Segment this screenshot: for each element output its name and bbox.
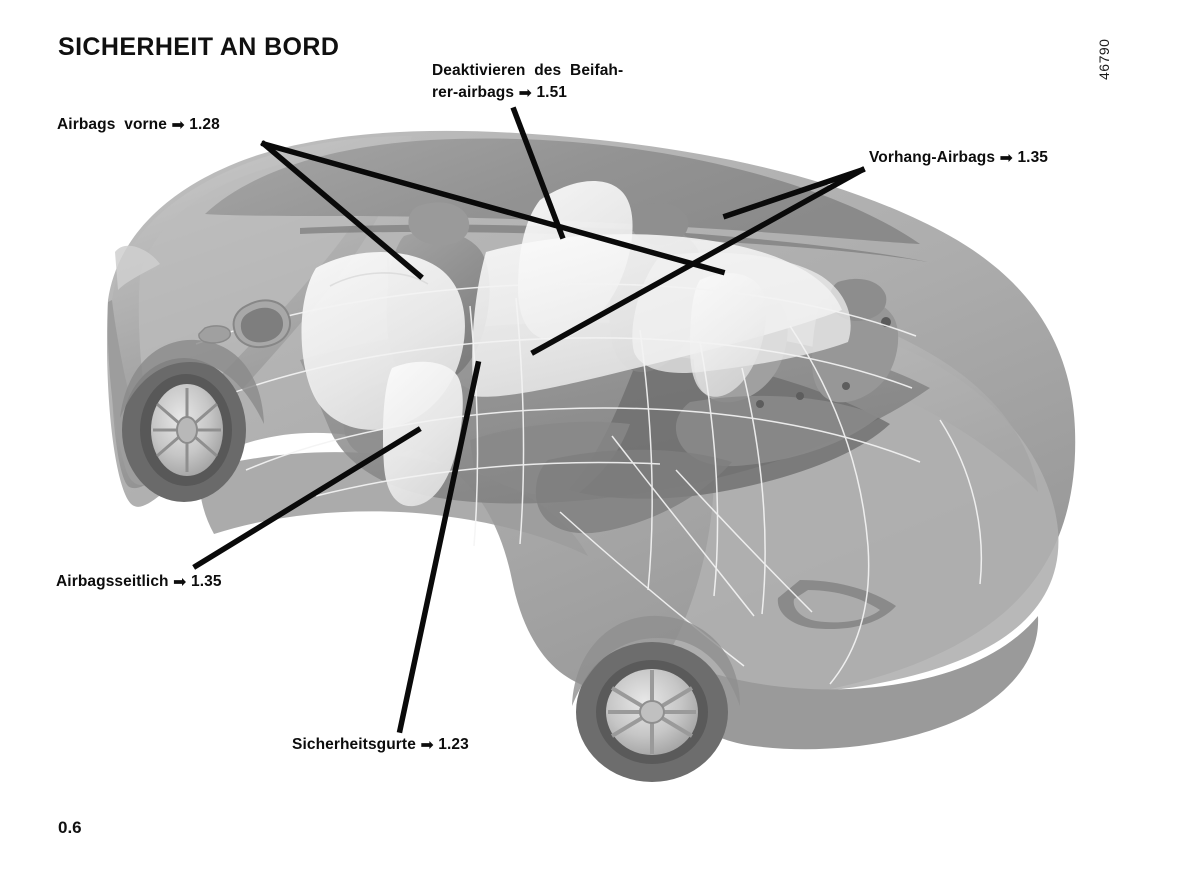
callout-curtain-airbags-label: Vorhang-Airbags bbox=[869, 149, 996, 166]
arrow-right-icon: ➡ bbox=[173, 574, 187, 591]
leader-side-airbag bbox=[192, 426, 422, 570]
leader-front-airbag-passenger bbox=[260, 140, 726, 276]
contour-lines bbox=[195, 283, 983, 685]
rear-wheel bbox=[576, 642, 728, 782]
callout-passenger-airbag-deactivation-label: Deaktivieren des Beifah- bbox=[432, 62, 624, 79]
callout-side-airbags-label: Airbagsseitlich bbox=[56, 573, 169, 590]
callout-front-airbags: Airbags vorne ➡ 1.28 bbox=[57, 114, 220, 137]
callout-side-airbags: Airbagsseitlich ➡ 1.35 bbox=[56, 571, 222, 594]
leader-front-airbag-driver bbox=[260, 140, 424, 280]
figure-id: 46790 bbox=[1096, 38, 1112, 80]
callout-passenger-airbag-deactivation-reference[interactable]: 1.51 bbox=[536, 84, 568, 101]
page-title: SICHERHEIT AN BORD bbox=[58, 32, 340, 61]
door-handles bbox=[198, 325, 231, 344]
arrow-right-icon: ➡ bbox=[171, 117, 185, 134]
callout-curtain-airbags: Vorhang-Airbags ➡ 1.35 bbox=[869, 147, 1048, 170]
front-wheel bbox=[122, 358, 246, 502]
leader-curtain-airbag-front bbox=[530, 166, 866, 356]
leader-seatbelt bbox=[396, 360, 482, 734]
leader-curtain-airbag-rear bbox=[722, 166, 866, 220]
callout-front-airbags-reference[interactable]: 1.28 bbox=[189, 116, 220, 133]
callout-passenger-airbag-deactivation: Deaktivieren des Beifah-rer-airbags ➡ 1.… bbox=[432, 60, 623, 105]
rear-wheel-arch bbox=[572, 615, 740, 706]
leader-lines bbox=[192, 106, 866, 734]
callout-seatbelts: Sicherheitsgurte ➡ 1.23 bbox=[292, 734, 469, 757]
callout-seatbelts-label: Sicherheitsgurte bbox=[292, 736, 416, 753]
callout-side-airbags-reference[interactable]: 1.35 bbox=[190, 573, 222, 590]
side-mirror bbox=[232, 299, 291, 348]
callout-passenger-airbag-deactivation-label-line2: rer-airbags bbox=[432, 84, 515, 101]
arrow-right-icon: ➡ bbox=[999, 150, 1014, 167]
callout-front-airbags-label: Airbags vorne bbox=[57, 116, 167, 133]
callout-seatbelts-reference[interactable]: 1.23 bbox=[438, 736, 469, 753]
arrow-right-icon: ➡ bbox=[420, 737, 434, 754]
page-number: 0.6 bbox=[58, 818, 82, 837]
arrow-right-icon: ➡ bbox=[518, 85, 533, 102]
front-wheel-arch bbox=[120, 339, 264, 424]
leader-passenger-airbag-deactivation bbox=[510, 106, 566, 240]
callout-curtain-airbags-reference[interactable]: 1.35 bbox=[1017, 149, 1049, 166]
